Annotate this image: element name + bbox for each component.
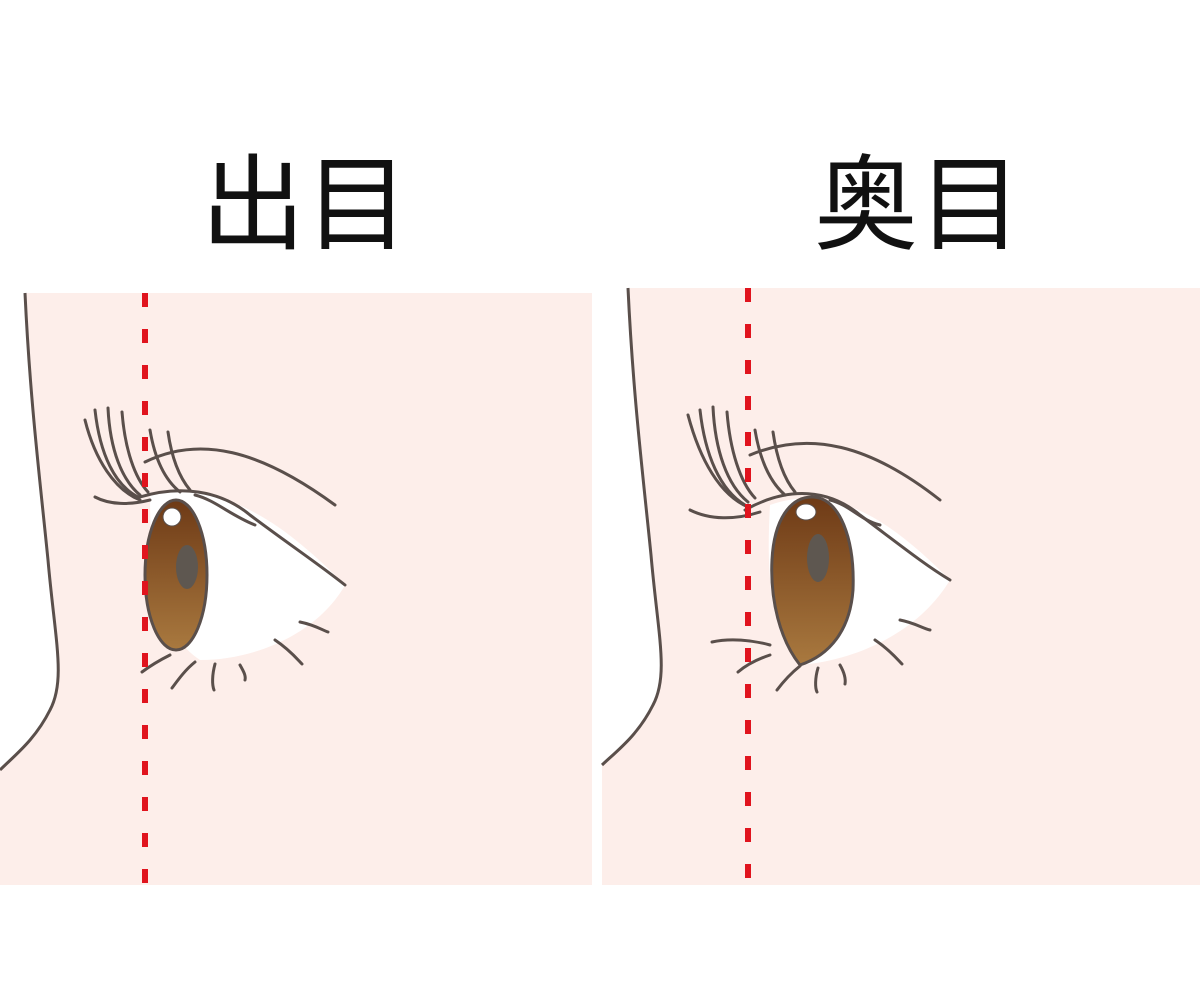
pupil [807, 534, 829, 582]
face-profile [0, 292, 60, 772]
title-deep-set-eyes: 奥目 [813, 144, 1022, 266]
eyelid-lines [83, 406, 347, 692]
panel-protruding [0, 292, 592, 885]
face-profile [600, 287, 663, 767]
eyelid-lines [686, 405, 952, 694]
panel-deep-set [600, 287, 1200, 885]
title-protruding-eyes: 出目 [200, 144, 409, 266]
iris [143, 498, 209, 652]
pupil [176, 545, 198, 589]
highlight [162, 507, 182, 527]
highlight [795, 503, 817, 521]
